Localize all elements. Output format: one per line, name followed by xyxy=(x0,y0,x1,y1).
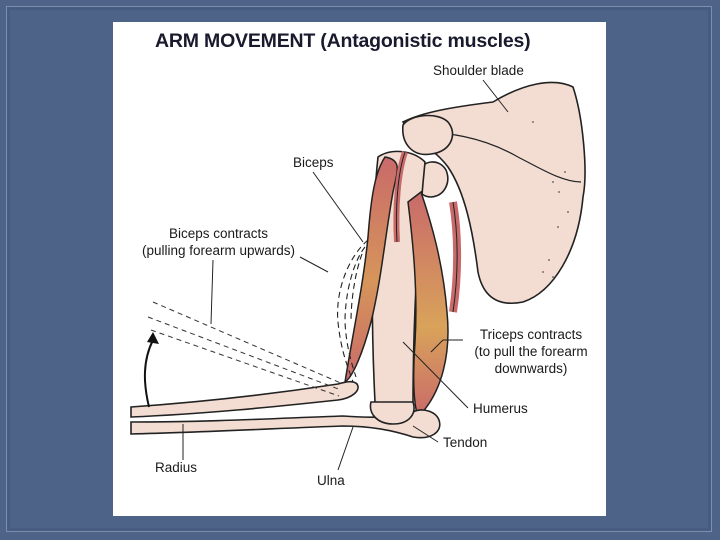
label-triceps-contracts-line1: Triceps contracts xyxy=(463,326,599,343)
label-radius: Radius xyxy=(155,459,197,476)
label-shoulder-blade: Shoulder blade xyxy=(433,62,524,79)
label-tendon: Tendon xyxy=(443,434,487,451)
label-biceps-contracts: Biceps contracts (pulling forearm upward… xyxy=(131,225,306,259)
diagram-panel: ARM MOVEMENT (Antagonistic muscles) xyxy=(113,22,606,516)
label-biceps: Biceps xyxy=(293,154,334,171)
radius-bone xyxy=(131,382,358,417)
label-biceps-contracts-line2: (pulling forearm upwards) xyxy=(131,242,306,259)
label-biceps-contracts-line1: Biceps contracts xyxy=(131,225,306,242)
label-humerus: Humerus xyxy=(473,400,528,417)
label-triceps-contracts-line2: (to pull the forearm xyxy=(463,343,599,360)
humerus-head xyxy=(403,116,453,155)
arm-diagram-svg xyxy=(113,22,606,516)
label-triceps-contracts-line3: downwards) xyxy=(463,360,599,377)
label-triceps-contracts: Triceps contracts (to pull the forearm d… xyxy=(463,326,599,377)
upward-arrow xyxy=(145,340,153,407)
label-ulna: Ulna xyxy=(317,472,345,489)
